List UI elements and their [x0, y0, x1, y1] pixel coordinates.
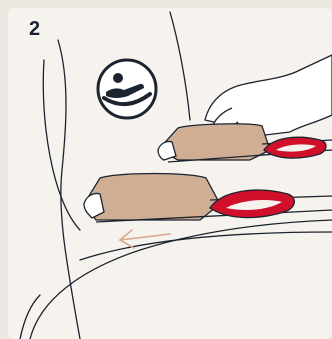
step-number: 2 [29, 19, 40, 39]
infant-lying-icon [98, 60, 156, 118]
